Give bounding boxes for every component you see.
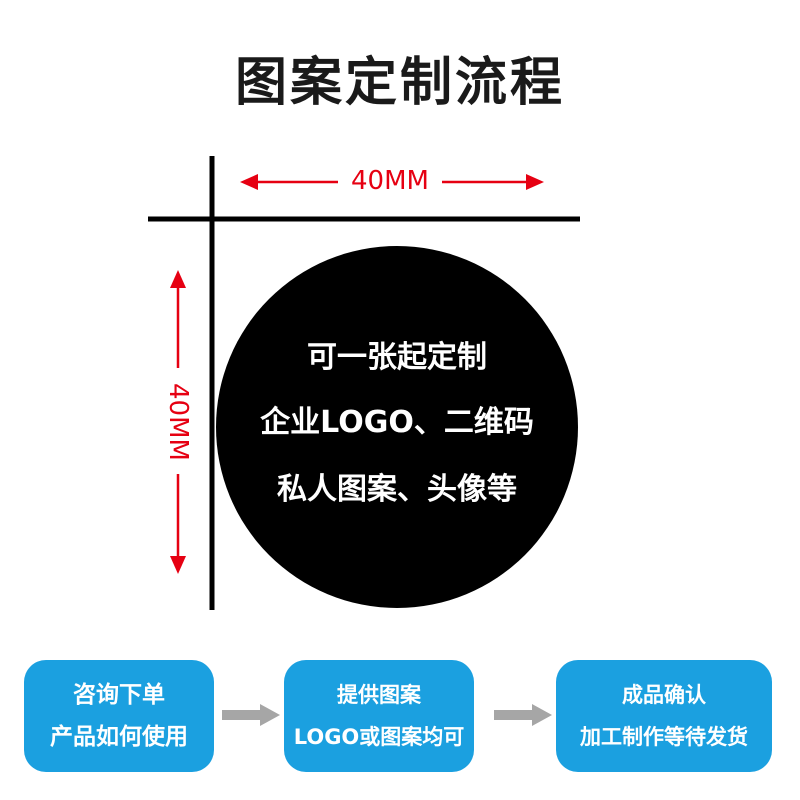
arrow-right-icon — [222, 704, 280, 726]
height-dimension-label: 40MM — [163, 370, 193, 474]
step-provide-design: 提供图案 LOGO或图案均可 — [284, 660, 474, 772]
step-order-subtitle: 产品如何使用 — [50, 724, 188, 750]
width-dimension-arrow — [240, 174, 544, 190]
step-confirm-ship-title: 成品确认 — [622, 683, 706, 707]
page-title: 图案定制流程 — [234, 53, 565, 113]
height-dimension-arrow — [170, 270, 186, 574]
circle-line-3: 私人图案、头像等 — [277, 472, 517, 507]
step-order: 咨询下单 产品如何使用 — [24, 660, 214, 772]
width-dimension-label: 40MM — [338, 166, 442, 196]
circle-line-1: 可一张起定制 — [307, 340, 487, 375]
circle-line-2: 企业LOGO、二维码 — [260, 405, 534, 440]
step-provide-design-subtitle: LOGO或图案均可 — [293, 725, 465, 749]
arrow-right-icon — [494, 704, 552, 726]
sticker-circle — [216, 246, 578, 608]
step-order-title: 咨询下单 — [73, 682, 165, 708]
step-confirm-ship-subtitle: 加工制作等待发货 — [580, 725, 748, 749]
step-provide-design-title: 提供图案 — [337, 683, 421, 707]
step-confirm-ship: 成品确认 加工制作等待发货 — [556, 660, 772, 772]
